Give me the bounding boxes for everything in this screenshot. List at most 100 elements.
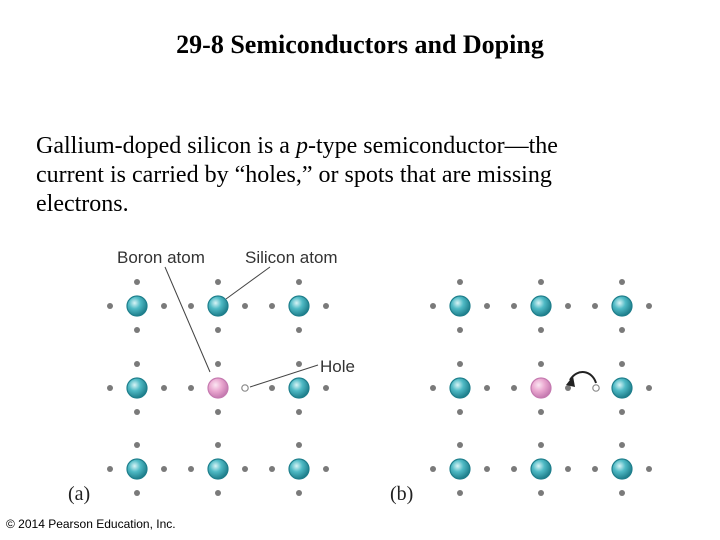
boron-atom-label: Boron atom: [117, 248, 205, 267]
bond-electron: [565, 466, 571, 472]
panel-a-lattice: [107, 279, 329, 496]
body-paragraph: Gallium-doped silicon is a p-type semico…: [36, 132, 676, 219]
bond-electron: [538, 327, 544, 333]
bond-electron: [296, 442, 302, 448]
silicon-atom-label: Silicon atom: [245, 248, 338, 267]
bond-electron: [619, 490, 625, 496]
bond-electron: [188, 303, 194, 309]
bond-electron: [538, 490, 544, 496]
bond-electron: [430, 303, 436, 309]
body-line-1-end: -type semiconductor—the: [307, 133, 558, 159]
body-line-2: current is carried by “holes,” or spots …: [36, 162, 552, 188]
bond-electron: [215, 327, 221, 333]
body-line-1-start: Gallium-doped silicon is a: [36, 133, 296, 159]
bond-electron: [457, 409, 463, 415]
bond-electron: [484, 303, 490, 309]
hole-leader-line: [249, 364, 319, 388]
bond-electron: [188, 385, 194, 391]
hole-label: Hole: [320, 357, 355, 376]
bond-electron: [134, 490, 140, 496]
bond-electron: [457, 490, 463, 496]
bond-electron: [161, 385, 167, 391]
bond-electron: [296, 361, 302, 367]
slide-title: 29-8 Semiconductors and Doping: [176, 30, 544, 59]
silicon-atom: [126, 295, 148, 317]
body-line-1-italic: p: [295, 133, 308, 159]
bond-electron: [484, 466, 490, 472]
bond-electron: [107, 303, 113, 309]
bond-electron: [323, 303, 329, 309]
silicon-atom: [126, 377, 148, 399]
bond-electron: [107, 466, 113, 472]
bond-electron: [619, 279, 625, 285]
bond-electron: [538, 442, 544, 448]
bond-electron: [269, 466, 275, 472]
panel-b-lattice: [430, 279, 652, 496]
silicon-atom: [288, 377, 310, 399]
panel-a-label: (a): [68, 483, 90, 505]
bond-electron: [296, 327, 302, 333]
silicon-atom: [530, 295, 552, 317]
bond-electron: [646, 466, 652, 472]
silicon-atom: [126, 458, 148, 480]
bond-electron: [296, 279, 302, 285]
panel-b-label: (b): [390, 483, 413, 505]
bond-electron: [134, 327, 140, 333]
bond-electron: [619, 442, 625, 448]
bond-electron: [134, 279, 140, 285]
boron-atom: [207, 377, 229, 399]
bond-electron: [430, 385, 436, 391]
bond-electron: [215, 409, 221, 415]
bond-electron: [511, 303, 517, 309]
silicon-atom: [449, 377, 471, 399]
bond-electron: [161, 466, 167, 472]
bond-electron: [296, 409, 302, 415]
bond-electron: [538, 361, 544, 367]
bond-electron: [188, 466, 194, 472]
bond-electron: [242, 303, 248, 309]
bond-electron: [646, 303, 652, 309]
bond-electron: [592, 303, 598, 309]
bond-electron: [457, 361, 463, 367]
bond-electron: [134, 409, 140, 415]
silicon-atom: [288, 295, 310, 317]
bond-electron: [430, 466, 436, 472]
bond-electron: [134, 442, 140, 448]
bond-electron: [484, 385, 490, 391]
bond-electron: [242, 466, 248, 472]
boron-atom: [530, 377, 552, 399]
bond-electron: [619, 327, 625, 333]
copyright-notice: © 2014 Pearson Education, Inc.: [6, 517, 176, 531]
bond-electron: [269, 303, 275, 309]
bond-electron: [565, 303, 571, 309]
bond-electron: [457, 279, 463, 285]
body-line-1: Gallium-doped silicon is a p-type semico…: [36, 132, 676, 161]
silicon-atom: [611, 377, 633, 399]
bond-electron: [511, 385, 517, 391]
bond-electron: [296, 490, 302, 496]
hole-marker: [241, 384, 249, 392]
bond-electron: [619, 361, 625, 367]
bond-electron: [107, 385, 113, 391]
body-line-3: electrons.: [36, 191, 129, 217]
bond-electron: [565, 385, 571, 391]
bond-electron: [592, 466, 598, 472]
bond-electron: [619, 409, 625, 415]
bond-electron: [457, 442, 463, 448]
silicon-atom: [611, 458, 633, 480]
bond-electron: [511, 466, 517, 472]
bond-electron: [215, 279, 221, 285]
bond-electron: [215, 361, 221, 367]
hole-motion-arrowhead: [566, 376, 575, 387]
bond-electron: [538, 409, 544, 415]
silicon-atom-leader-line: [225, 266, 271, 300]
silicon-atom: [207, 295, 229, 317]
bond-electron: [323, 385, 329, 391]
silicon-atom: [207, 458, 229, 480]
bond-electron: [134, 361, 140, 367]
silicon-atom: [449, 295, 471, 317]
boron-atom-leader-line: [164, 266, 211, 373]
bond-electron: [646, 385, 652, 391]
silicon-atom: [611, 295, 633, 317]
